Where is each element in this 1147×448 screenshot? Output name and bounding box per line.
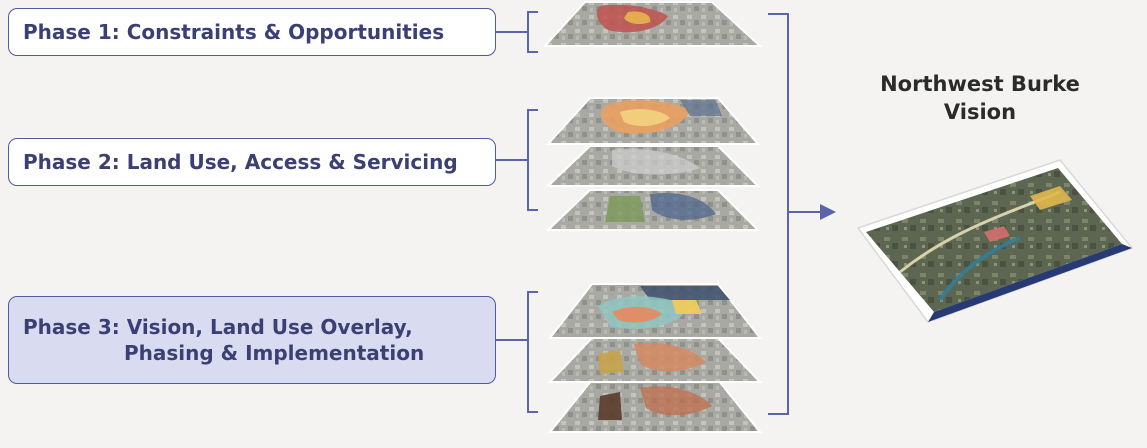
- phase-3-box: Phase 3: Vision, Land Use Overlay, Phasi…: [8, 296, 496, 384]
- phase-2-map-layer-middle: [545, 145, 761, 187]
- vision-board-image: [856, 159, 1134, 323]
- phase-3-map-layer-top: [547, 283, 763, 339]
- phase-3-map-layer-bottom: [547, 379, 763, 433]
- phase-2-map-layer-bottom: [545, 189, 761, 231]
- phase-3-map-layer-middle: [547, 337, 763, 383]
- vision-title-line1: Northwest Burke: [880, 72, 1080, 96]
- phase-3-label-line1: Phase 3: Vision, Land Use Overlay,: [23, 315, 413, 339]
- phase-2-map-layer-top: [545, 97, 761, 145]
- phase-1-label: Phase 1: Constraints & Opportunities: [23, 20, 445, 44]
- phase-2-box: Phase 2: Land Use, Access & Servicing: [8, 138, 496, 186]
- phase-2-label: Phase 2: Land Use, Access & Servicing: [23, 150, 458, 174]
- phase-1-map-layer: [542, 1, 763, 47]
- phase-1-connector: [496, 11, 538, 53]
- phase-3-connector: [496, 291, 538, 413]
- merge-bracket: [768, 13, 822, 415]
- phase-1-box: Phase 1: Constraints & Opportunities: [8, 8, 496, 56]
- vision-title-line2: Vision: [943, 100, 1017, 124]
- phase-2-connector: [496, 109, 538, 211]
- phase-3-label-line2: Phasing & Implementation: [124, 341, 425, 365]
- vision-title: Northwest Burke Vision: [860, 70, 1100, 126]
- arrow-right-icon: [820, 204, 836, 220]
